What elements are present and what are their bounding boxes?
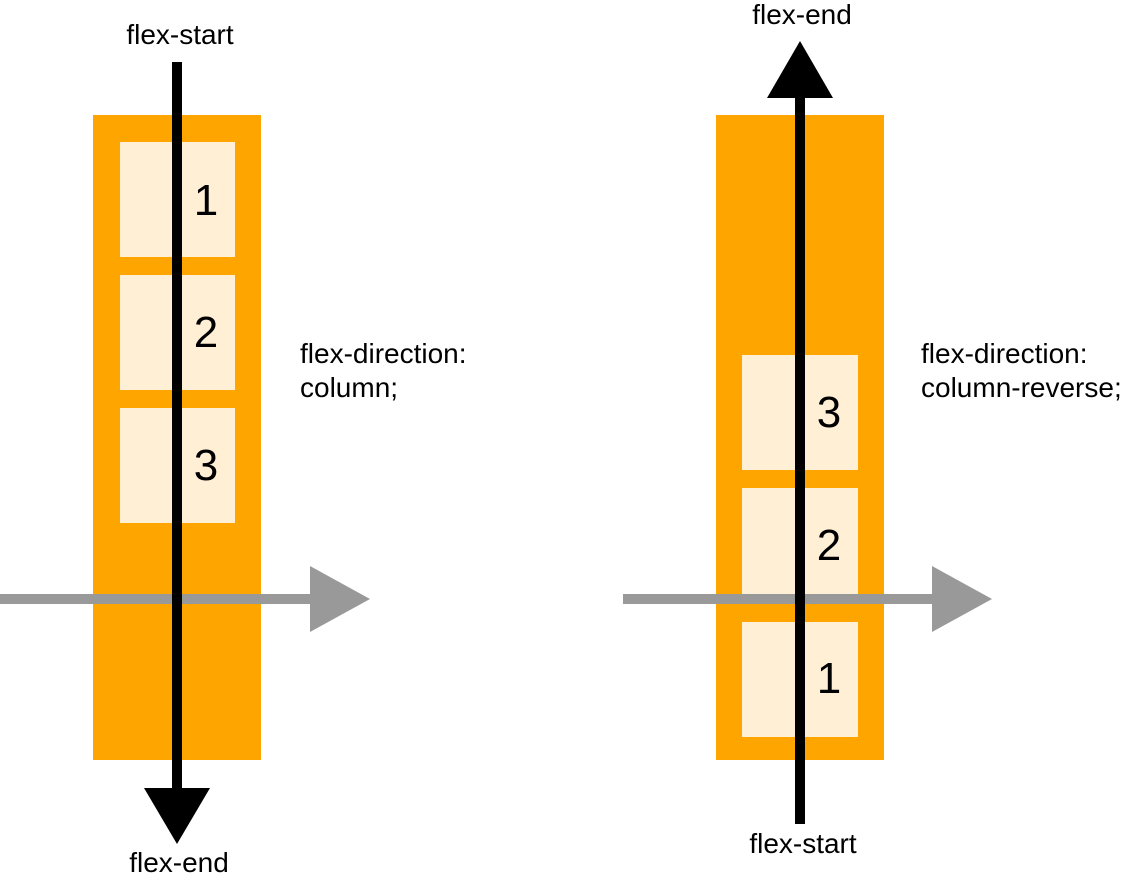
left-panel: 1 2 3 flex-start flex-end flex-direction… — [0, 19, 467, 878]
right-panel: 3 2 1 flex-end flex-start flex-direction… — [623, 0, 1122, 859]
right-main-axis-arrow — [767, 41, 833, 824]
right-item-3-label: 3 — [817, 388, 841, 437]
right-caption-line2: column-reverse; — [921, 372, 1122, 403]
left-axis-end-label: flex-end — [129, 847, 229, 878]
left-cross-axis-arrow — [0, 566, 370, 632]
right-item-2-label: 2 — [817, 521, 841, 570]
right-axis-start-label: flex-start — [749, 828, 857, 859]
right-axis-end-label: flex-end — [752, 0, 852, 30]
right-cross-axis-arrow — [623, 566, 992, 632]
left-main-axis-arrow — [144, 62, 210, 844]
right-item-1-label: 1 — [817, 654, 841, 703]
left-caption-line2: column; — [300, 372, 398, 403]
left-caption-line1: flex-direction: — [300, 338, 467, 369]
right-caption-line1: flex-direction: — [921, 338, 1088, 369]
left-item-3-label: 3 — [194, 441, 218, 490]
left-item-2-label: 2 — [194, 308, 218, 357]
left-axis-start-label: flex-start — [126, 19, 234, 50]
left-item-1-label: 1 — [194, 176, 218, 225]
